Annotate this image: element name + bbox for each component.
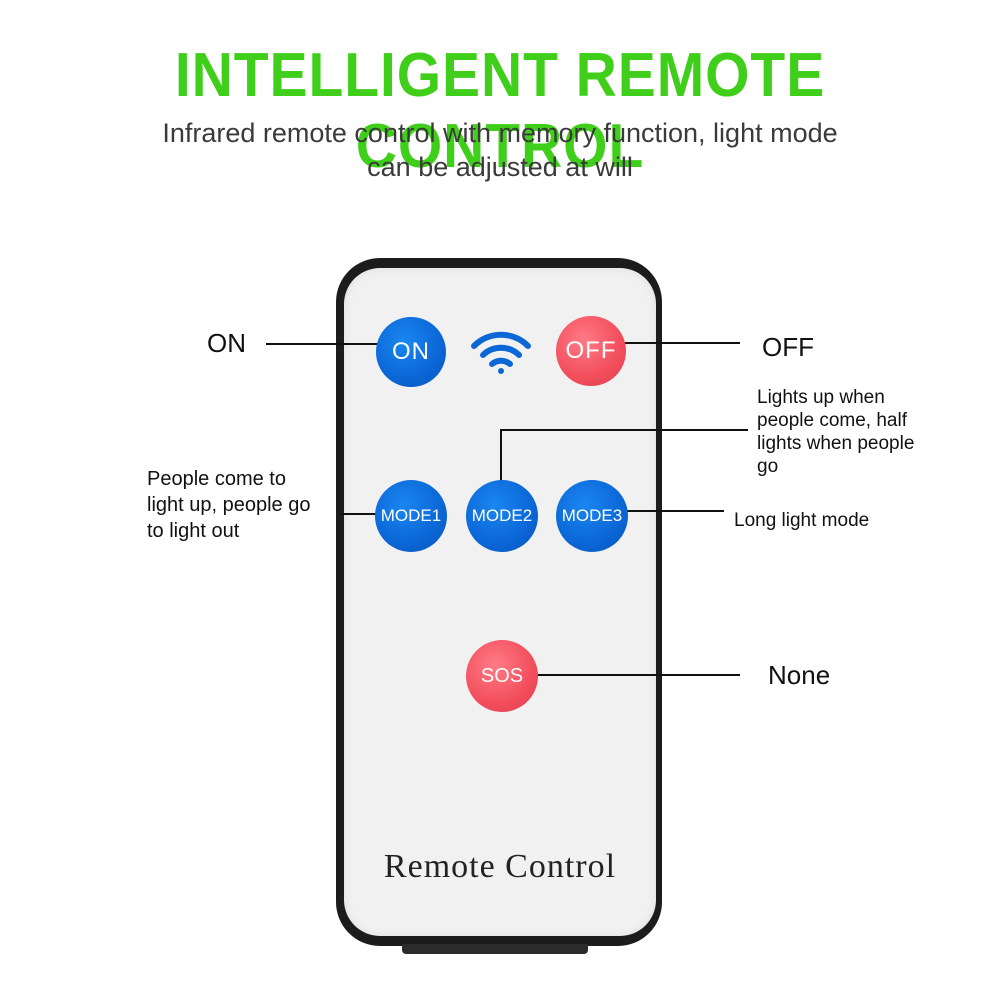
mode3-button[interactable]: MODE3 — [556, 480, 628, 552]
leader-line-mode1 — [340, 513, 386, 515]
mode3-button-label: MODE3 — [561, 506, 623, 525]
off-button-label: OFF — [565, 337, 617, 364]
leader-line-off — [616, 342, 740, 344]
page-subtitle: Infrared remote control with memory func… — [162, 118, 838, 182]
mode2-button[interactable]: MODE2 — [466, 480, 538, 552]
wifi-icon — [471, 331, 531, 374]
on-button-label: ON — [392, 338, 430, 365]
callout-on: ON — [207, 328, 246, 358]
on-button[interactable]: ON — [376, 317, 446, 387]
remote-foot — [402, 944, 588, 954]
leader-line-mode2-horizontal — [500, 429, 748, 431]
callout-mode3: Long light mode — [734, 510, 870, 531]
leader-line-mode3 — [620, 510, 724, 512]
remote-label: Remote Control — [383, 848, 617, 885]
callout-sos: None — [768, 660, 831, 690]
callout-mode1: People come to light up, people go to li… — [147, 468, 311, 542]
page-title: INTELLIGENT REMOTE CONTROL — [174, 41, 826, 181]
sos-button[interactable]: SOS — [466, 640, 538, 712]
mode1-button[interactable]: MODE1 — [375, 480, 447, 552]
off-button[interactable]: OFF — [556, 316, 626, 386]
sos-button-label: SOS — [480, 664, 524, 687]
callout-off: OFF — [762, 332, 814, 362]
callout-mode2: Lights up when people come, half lights … — [757, 387, 915, 477]
leader-line-sos — [530, 674, 740, 676]
mode2-button-label: MODE2 — [471, 506, 533, 525]
mode1-button-label: MODE1 — [380, 506, 442, 525]
leader-line-on — [266, 343, 386, 345]
leader-line-mode2-vertical — [500, 429, 502, 485]
